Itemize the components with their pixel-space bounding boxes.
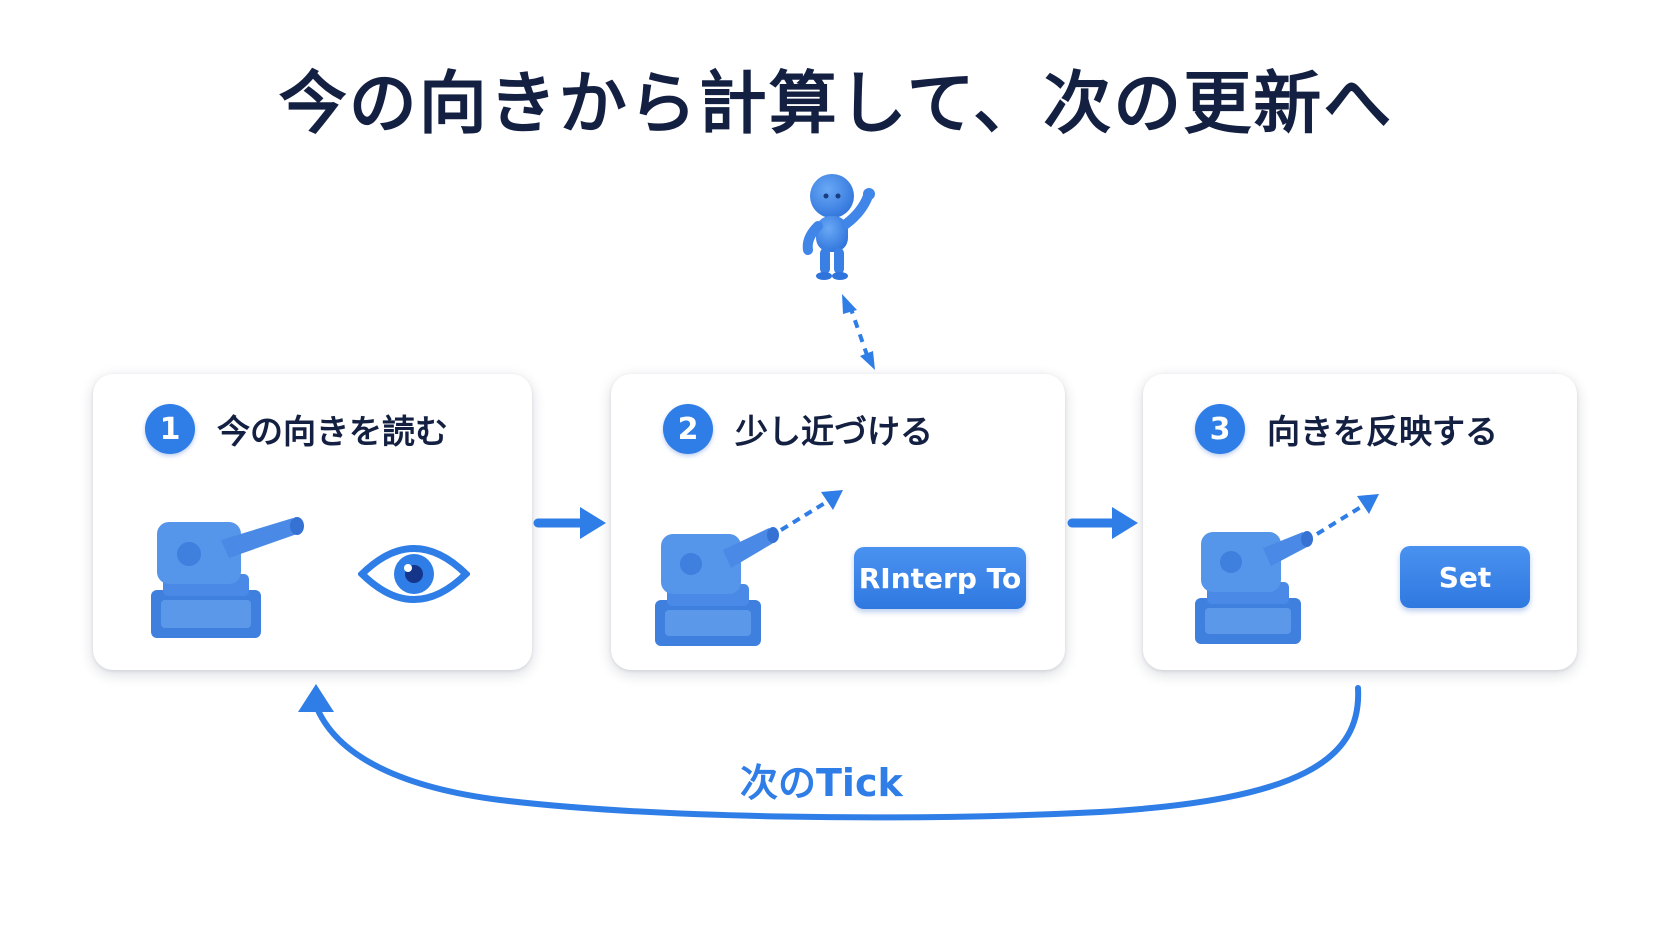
step-number-badge: 1 bbox=[145, 404, 195, 454]
turret-icon bbox=[151, 517, 304, 638]
step-number-badge: 3 bbox=[1195, 404, 1245, 454]
rinterp-to-node: RInterp To bbox=[854, 547, 1026, 609]
step-label: 少し近づける bbox=[735, 412, 933, 451]
set-node: Set bbox=[1400, 546, 1530, 608]
turret-icon bbox=[655, 490, 843, 646]
step-card-approach: 2 少し近づける RInterp To bbox=[611, 374, 1065, 670]
step-label: 向きを反映する bbox=[1267, 412, 1498, 451]
eye-icon bbox=[358, 545, 470, 603]
loop-label: 次のTick bbox=[740, 761, 903, 805]
step-number-badge: 2 bbox=[663, 404, 713, 454]
page-title: 今の向きから計算して、次の更新へ bbox=[278, 65, 1394, 144]
target-person-icon bbox=[802, 174, 875, 280]
arrow-right-icon bbox=[1067, 507, 1138, 539]
step-card-read: 1 今の向きを読む bbox=[93, 374, 532, 670]
dashed-link-arrow bbox=[842, 294, 875, 370]
loop-back-arrow bbox=[298, 684, 1362, 821]
turret-icon bbox=[1195, 494, 1379, 644]
step-card-apply: 3 向きを反映する Set bbox=[1143, 374, 1577, 670]
step-label: 今の向きを読む bbox=[217, 412, 448, 451]
arrow-right-icon bbox=[533, 507, 606, 539]
